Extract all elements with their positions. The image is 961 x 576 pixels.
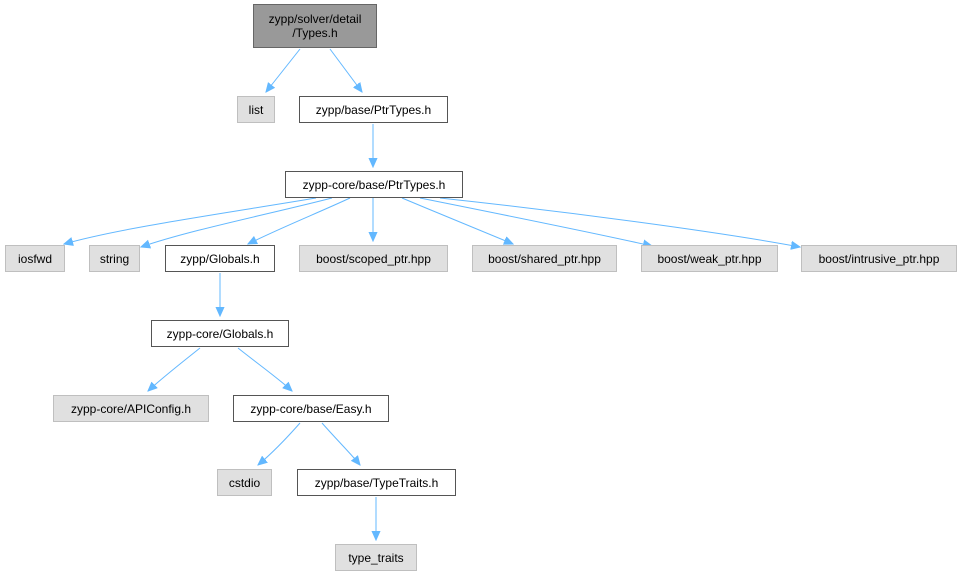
- node-core-ptrtypes[interactable]: zypp-core/base/PtrTypes.h: [285, 171, 463, 198]
- node-cstdio: cstdio: [217, 469, 272, 496]
- node-type-traits: type_traits: [335, 544, 417, 571]
- edge-core-to-weak-ptr: [419, 197, 652, 246]
- node-types-h: zypp/solver/detail /Types.h: [253, 4, 377, 48]
- edge-core-to-globals: [248, 197, 351, 244]
- node-apiconfig: zypp-core/APIConfig.h: [53, 395, 209, 422]
- node-iosfwd: iosfwd: [5, 245, 65, 272]
- node-types-h-line1: zypp/solver/detail: [268, 12, 362, 26]
- node-base-ptrtypes[interactable]: zypp/base/PtrTypes.h: [299, 96, 448, 123]
- node-string: string: [89, 245, 140, 272]
- edge-core-globals-to-easy: [237, 347, 292, 391]
- node-core-globals[interactable]: zypp-core/Globals.h: [151, 320, 289, 347]
- edge-types-h-to-base-ptrtypes: [329, 48, 362, 92]
- node-globals[interactable]: zypp/Globals.h: [165, 245, 275, 272]
- node-types-h-line2: /Types.h: [292, 26, 338, 40]
- node-weak-ptr: boost/weak_ptr.hpp: [641, 245, 778, 272]
- edge-core-to-intrusive-ptr: [439, 197, 800, 247]
- node-typetraits[interactable]: zypp/base/TypeTraits.h: [297, 469, 456, 496]
- node-intrusive-ptr: boost/intrusive_ptr.hpp: [801, 245, 957, 272]
- edge-easy-to-cstdio: [258, 422, 301, 465]
- edge-easy-to-typetraits: [321, 422, 360, 465]
- edge-core-globals-to-apiconfig: [148, 347, 201, 391]
- node-list: list: [237, 96, 275, 123]
- node-scoped-ptr: boost/scoped_ptr.hpp: [299, 245, 448, 272]
- edge-types-h-to-list: [266, 48, 301, 92]
- edge-core-to-string: [141, 197, 333, 247]
- edge-core-to-shared-ptr: [401, 197, 513, 244]
- edge-core-to-iosfwd: [64, 197, 317, 244]
- node-shared-ptr: boost/shared_ptr.hpp: [472, 245, 617, 272]
- node-easy[interactable]: zypp-core/base/Easy.h: [233, 395, 389, 422]
